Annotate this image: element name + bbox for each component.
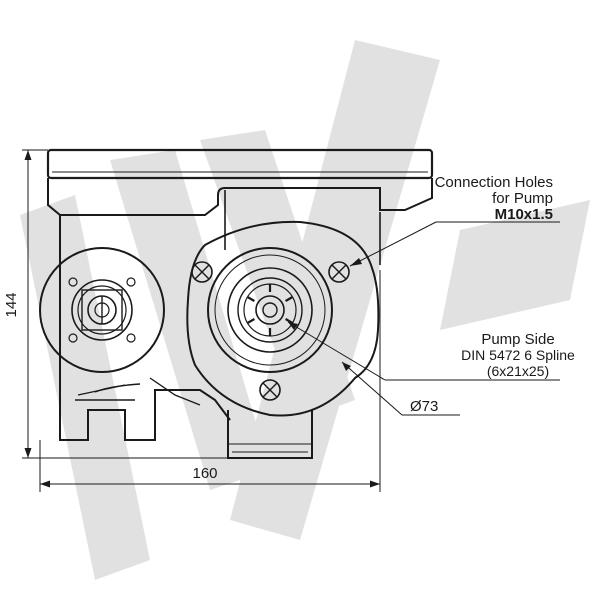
mounting-hole-right [328,261,350,283]
pump-side-line1: Pump Side [481,331,554,348]
connection-holes-line2: for Pump [492,190,553,207]
mounting-hole-bottom [259,379,281,401]
dimension-height: 144 [3,149,228,459]
connection-holes-line3: M10x1.5 [495,206,553,223]
pump-side-line2: DIN 5472 6 Spline [461,347,575,363]
callout-pump-side: Pump Side DIN 5472 6 Spline (6x21x25) [287,321,575,381]
dimension-width: 160 [39,270,381,492]
pump-flange [186,220,380,417]
diameter-dimension-label: Ø73 [410,398,438,415]
brand-watermark-logo-icon [20,40,590,580]
top-plate [46,148,434,180]
housing-body [47,178,433,459]
height-dimension-label: 144 [3,292,20,317]
callout-connection-holes: Connection Holes for Pump M10x1.5 [349,174,560,267]
spline-teeth [246,284,294,336]
connection-holes-line1: Connection Holes [435,174,553,191]
width-dimension-label: 160 [192,465,217,482]
mounting-hole-left [191,261,213,283]
callout-diameter: Ø73 [341,361,460,416]
pump-side-line3: (6x21x25) [487,363,549,379]
left-port [39,247,165,373]
